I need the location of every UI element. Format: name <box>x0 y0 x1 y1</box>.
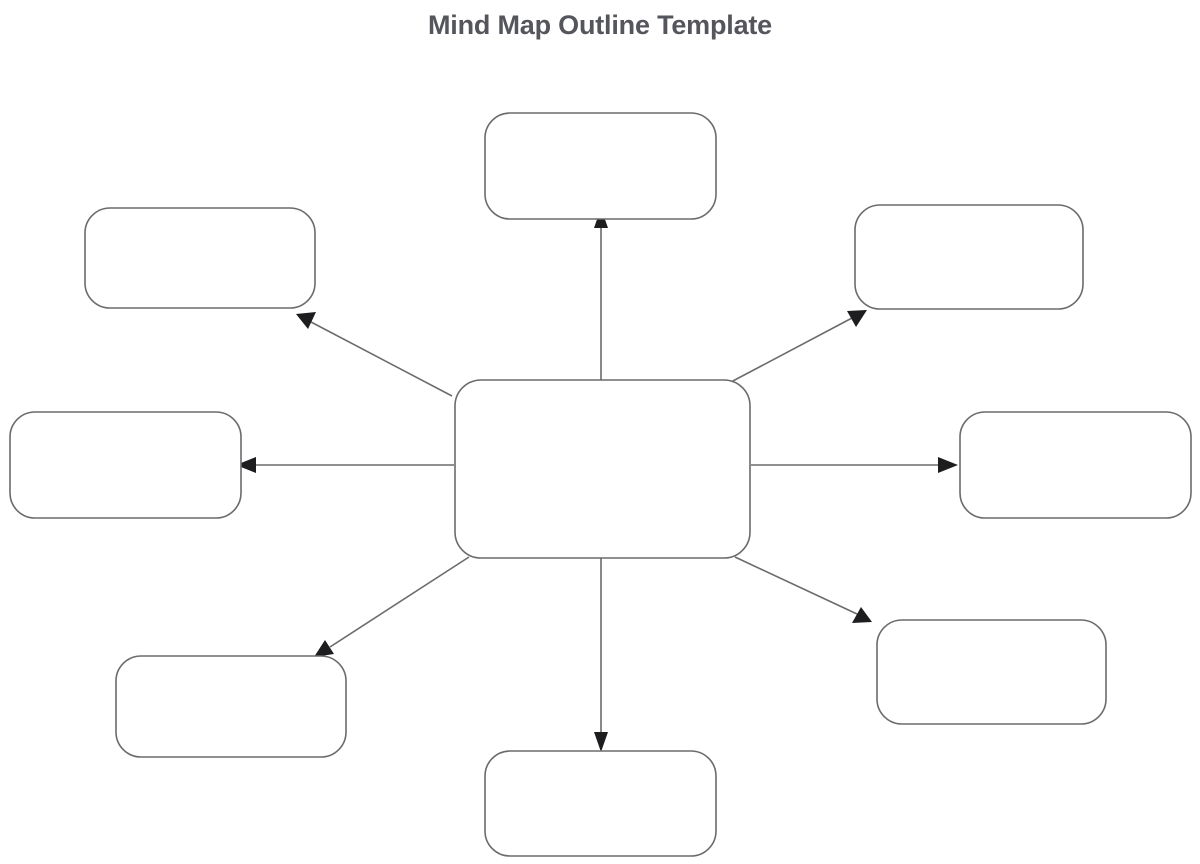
node-branch-top-right-shape <box>854 204 1084 310</box>
node-central[interactable] <box>454 379 751 559</box>
node-branch-bottom-right[interactable] <box>876 619 1107 725</box>
connector-bottom-right[interactable] <box>734 556 872 623</box>
arrow-head-right-icon <box>938 457 958 473</box>
node-branch-left[interactable] <box>9 411 242 519</box>
arrow-head-down-right-icon <box>852 607 872 623</box>
page-title: Mind Map Outline Template <box>427 10 772 40</box>
connector-top[interactable] <box>594 208 608 381</box>
arrow-head-up-right-icon <box>847 310 867 327</box>
arrow-head-down-icon <box>594 732 608 752</box>
node-branch-top-left[interactable] <box>84 207 316 309</box>
node-branch-bottom[interactable] <box>484 750 717 857</box>
node-branch-bottom-left[interactable] <box>115 655 347 758</box>
node-branch-bottom-shape <box>484 750 717 857</box>
connector-top-right[interactable] <box>730 310 867 383</box>
node-branch-bottom-left-shape <box>115 655 347 758</box>
arrow-head-down-left-icon <box>314 640 334 657</box>
node-branch-right[interactable] <box>959 411 1192 519</box>
node-central-shape <box>454 379 751 559</box>
connector-bottom-left-line <box>329 556 470 648</box>
node-branch-right-shape <box>959 411 1192 519</box>
arrow-head-up-left-icon <box>296 312 316 329</box>
connector-layer <box>236 208 958 752</box>
connector-top-left[interactable] <box>296 312 453 397</box>
node-layer <box>9 112 1192 857</box>
connector-bottom[interactable] <box>594 558 608 752</box>
node-branch-top[interactable] <box>484 112 717 220</box>
arrow-head-left-icon <box>236 457 256 473</box>
node-branch-left-shape <box>9 411 242 519</box>
node-branch-top-shape <box>484 112 717 220</box>
connector-top-left-line <box>310 321 453 397</box>
connector-left[interactable] <box>236 457 454 473</box>
connector-right[interactable] <box>751 457 958 473</box>
connector-bottom-right-line <box>734 556 858 615</box>
connector-top-right-line <box>730 317 853 383</box>
connector-bottom-left[interactable] <box>314 556 470 657</box>
node-branch-top-right[interactable] <box>854 204 1084 310</box>
node-branch-top-left-shape <box>84 207 316 309</box>
node-branch-bottom-right-shape <box>876 619 1107 725</box>
